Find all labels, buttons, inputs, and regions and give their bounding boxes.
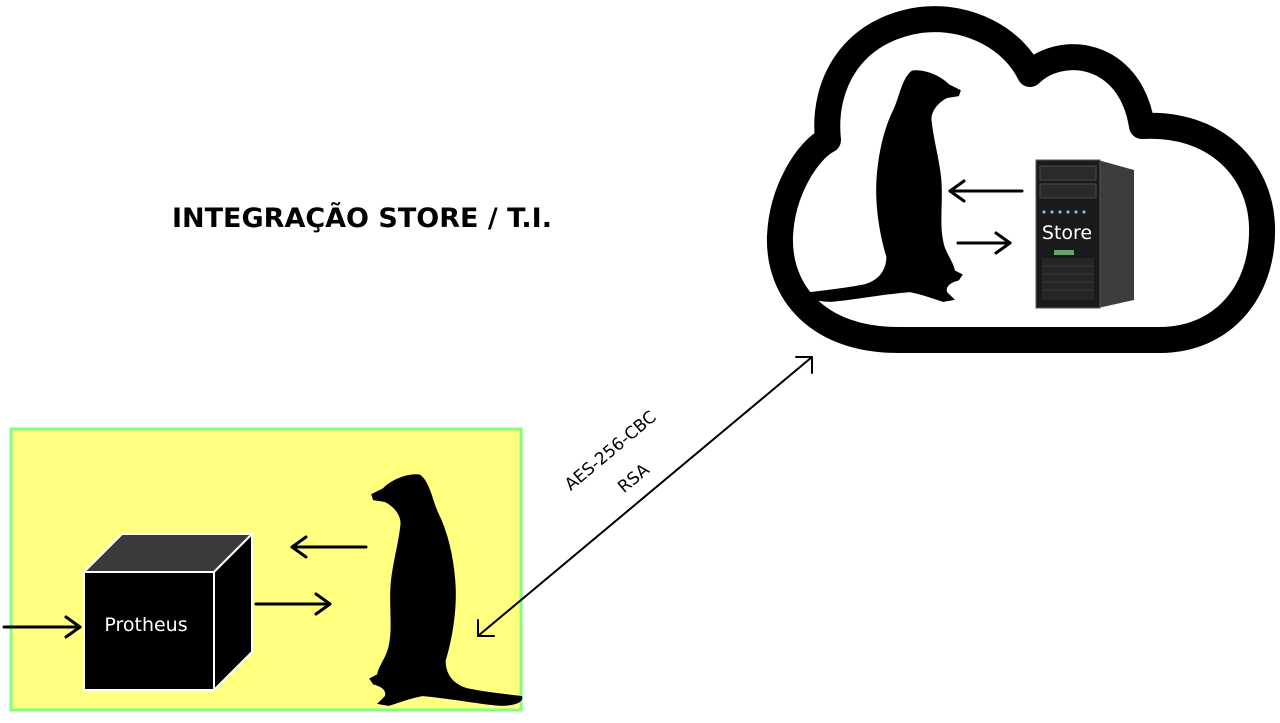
- arrow-to-cloud-meerkat: [948, 179, 1024, 203]
- arrow-to-store: [956, 231, 1012, 255]
- protheus-label: Protheus: [104, 614, 187, 636]
- encrypted-connection: AES-256-CBC RSA: [477, 356, 813, 637]
- connection-labels: AES-256-CBC RSA: [561, 407, 660, 498]
- cloud-exchange-arrows: [948, 179, 1024, 255]
- local-exchange-arrows: [254, 535, 368, 616]
- server-icon: [1035, 159, 1134, 309]
- store-node: Store: [1035, 159, 1134, 309]
- cloud-icon: [766, 6, 1276, 353]
- arrow-from-protheus: [254, 592, 332, 616]
- protheus-node: Protheus: [81, 531, 255, 693]
- rsa-label: RSA: [614, 460, 654, 498]
- store-label: Store: [1042, 222, 1092, 244]
- arrow-to-protheus: [290, 535, 368, 559]
- diagram-title: INTEGRAÇÃO STORE / T.I.: [172, 202, 552, 234]
- cube-icon: [81, 531, 255, 693]
- protheus-input-arrow: [2, 615, 82, 639]
